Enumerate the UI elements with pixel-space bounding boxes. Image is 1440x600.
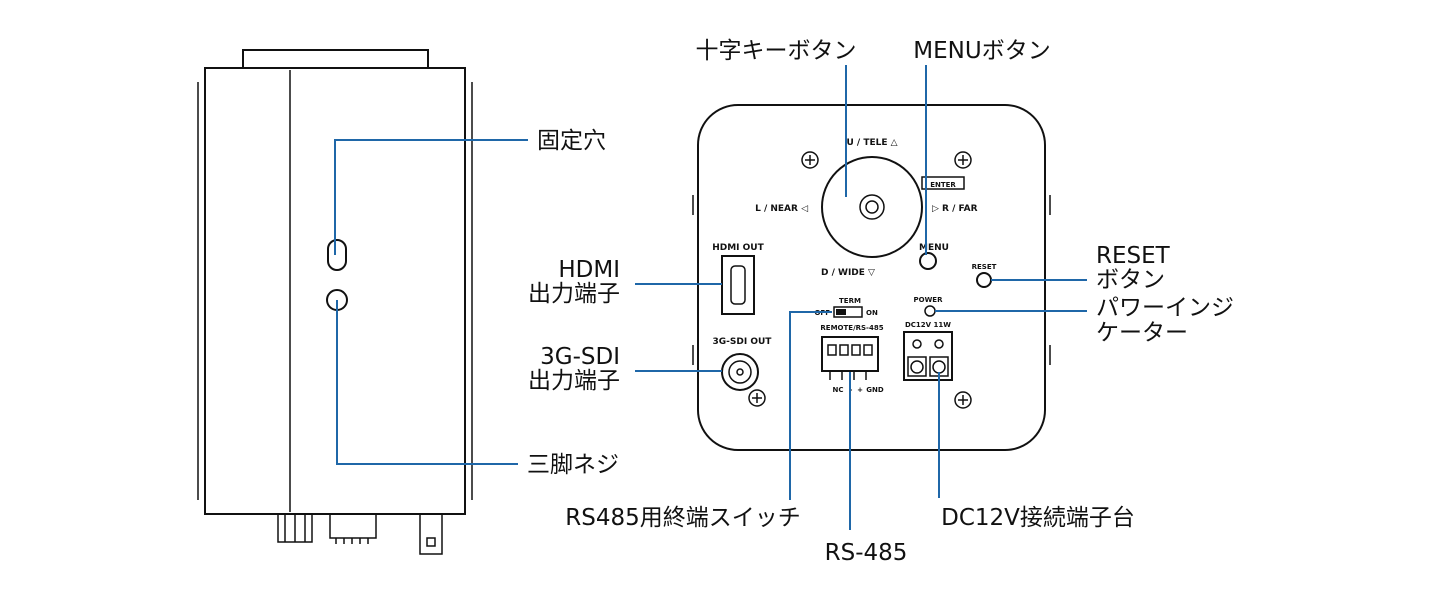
- screw-icon: [954, 151, 972, 169]
- screw-icon: [748, 389, 766, 407]
- callouts: 十字キーボタン MENUボタン 固定穴 HDMI 出力端子 3G-SDI 出力端…: [527, 38, 1234, 566]
- menu-button[interactable]: [919, 252, 937, 270]
- panel-right-label: ▷ R / FAR: [932, 204, 978, 214]
- label-power-line1: パワーインジ: [1096, 295, 1234, 321]
- panel-power-label: POWER: [914, 296, 944, 304]
- label-cross-key: 十字キーボタン: [696, 38, 857, 64]
- dc12v-terminal[interactable]: [903, 331, 953, 381]
- rs485-terminal[interactable]: [821, 336, 879, 372]
- panel-reset-label: RESET: [972, 263, 997, 271]
- label-dc-terminal: DC12V接続端子台: [941, 505, 1135, 531]
- panel-sdi-label: 3G-SDI OUT: [713, 337, 773, 347]
- fixing-hole: [327, 239, 347, 271]
- panel-term-label: TERM: [839, 297, 861, 305]
- panel-hdmi-label: HDMI OUT: [712, 243, 764, 253]
- label-reset-line1: RESET: [1096, 243, 1171, 269]
- power-indicator: [924, 305, 936, 317]
- label-reset-line2: ボタン: [1096, 267, 1165, 293]
- label-sdi-line1: 3G-SDI: [540, 344, 620, 370]
- term-switch[interactable]: [833, 306, 863, 318]
- screw-icon: [954, 391, 972, 409]
- cross-key-center[interactable]: [859, 194, 885, 220]
- side-top-ledge: [242, 49, 429, 69]
- leader-fixing-hole: [334, 139, 528, 255]
- panel-minus-label: -: [850, 386, 853, 394]
- cross-key-button[interactable]: [821, 156, 923, 258]
- panel-down-label: D / WIDE ▽: [821, 268, 875, 278]
- leader-lines: [334, 65, 1087, 530]
- leader-term-switch: [789, 311, 832, 500]
- panel-dc-label: DC12V 11W: [905, 321, 951, 329]
- label-menu-button: MENUボタン: [913, 38, 1050, 64]
- label-sdi-line2: 出力端子: [528, 368, 620, 394]
- panel-menu-label: MENU: [919, 243, 949, 253]
- reset-button[interactable]: [976, 272, 992, 288]
- panel-enter-label: ENTER: [930, 181, 956, 189]
- side-connector-mid: [329, 513, 377, 539]
- enter-box: [921, 176, 965, 190]
- panel-plus-label: +: [857, 386, 863, 394]
- rear-panel: [697, 104, 1046, 451]
- panel-remote-label: REMOTE/RS-485: [820, 324, 883, 332]
- label-term-switch: RS485用終端スイッチ: [565, 505, 800, 531]
- screw-icon: [801, 151, 819, 169]
- leader-tripod: [336, 300, 518, 465]
- label-hdmi-line1: HDMI: [558, 257, 620, 283]
- label-hdmi-line2: 出力端子: [528, 281, 620, 307]
- side-view: [197, 49, 473, 555]
- panel-on-label: ON: [866, 309, 878, 317]
- label-fixing-hole: 固定穴: [537, 128, 606, 154]
- label-power-line2: ケーター: [1096, 320, 1188, 346]
- label-tripod: 三脚ネジ: [527, 452, 619, 478]
- label-rs485: RS-485: [825, 540, 908, 566]
- panel-nc-label: NC: [833, 386, 844, 394]
- panel-left-label: L / NEAR ◁: [755, 204, 808, 214]
- rear-view: U / TELE △ L / NEAR ◁ ▷ R / FAR D / WIDE…: [692, 104, 1051, 451]
- panel-up-label: U / TELE △: [846, 138, 897, 148]
- side-connector-right: [419, 513, 443, 555]
- hdmi-port[interactable]: [721, 255, 755, 315]
- panel-gnd-label: GND: [866, 386, 884, 394]
- sdi-port[interactable]: [721, 353, 759, 391]
